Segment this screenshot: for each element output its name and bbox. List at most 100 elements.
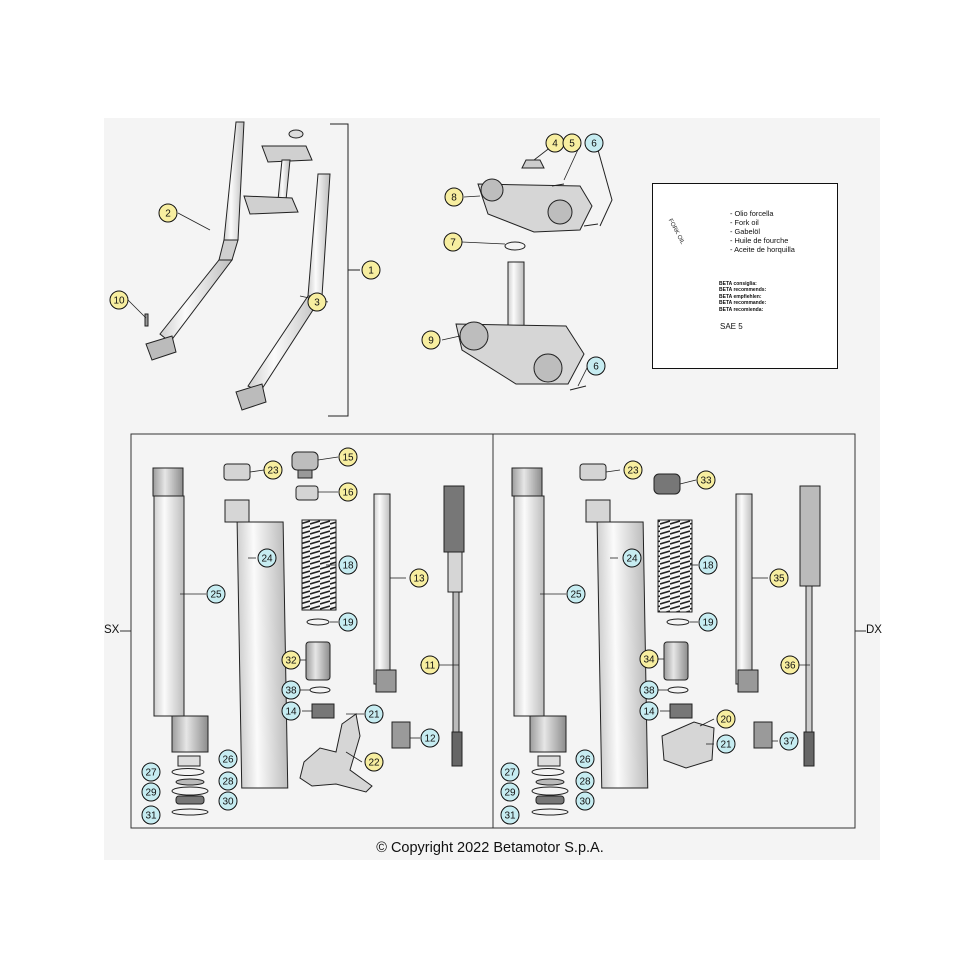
callout-9: 9 <box>421 330 441 350</box>
callout-circle <box>575 791 595 811</box>
callout-number: 37 <box>783 737 795 748</box>
callout-number: 27 <box>145 768 157 779</box>
callout-circle <box>206 584 226 604</box>
callout-number: 4 <box>552 139 558 150</box>
callout-11: 11 <box>420 655 440 675</box>
callout-number: 33 <box>700 476 712 487</box>
callout-24: 24 <box>622 548 642 568</box>
callout-circle <box>158 203 178 223</box>
callout-29: 29 <box>500 782 520 802</box>
callout-number: 20 <box>720 715 732 726</box>
callout-circle <box>218 749 238 769</box>
callout-circle <box>338 447 358 467</box>
callout-circle <box>443 232 463 252</box>
callout-circle <box>281 701 301 721</box>
callout-30: 30 <box>575 791 595 811</box>
callout-number: 12 <box>424 734 436 745</box>
callout-circle <box>698 612 718 632</box>
callout-number: 23 <box>627 466 639 477</box>
callout-28: 28 <box>575 771 595 791</box>
callout-circle <box>575 771 595 791</box>
callout-21: 21 <box>716 734 736 754</box>
callout-34: 34 <box>639 649 659 669</box>
callout-number: 19 <box>342 618 354 629</box>
callout-number: 5 <box>569 139 575 150</box>
callout-circle <box>257 548 277 568</box>
callout-6: 6 <box>586 356 606 376</box>
callout-3: 3 <box>307 292 327 312</box>
callout-31: 31 <box>500 805 520 825</box>
callout-number: 29 <box>504 788 516 799</box>
callout-number: 34 <box>643 655 655 666</box>
callout-circle <box>364 752 384 772</box>
recommend-fr: BETA recommande: <box>719 300 767 307</box>
callout-12: 12 <box>420 728 440 748</box>
callout-number: 38 <box>643 686 655 697</box>
callout-circle <box>141 782 161 802</box>
oil-name-it: - Olio forcella <box>730 209 774 218</box>
callout-circle <box>769 568 789 588</box>
callout-31: 31 <box>141 805 161 825</box>
callout-35: 35 <box>769 568 789 588</box>
callout-25: 25 <box>206 584 226 604</box>
oil-name-es: - Aceite de horquilla <box>730 245 795 254</box>
callout-circle <box>780 655 800 675</box>
callout-number: 21 <box>720 740 732 751</box>
callout-number: 25 <box>570 590 582 601</box>
callout-19: 19 <box>338 612 358 632</box>
oil-name-de: - Gabelöl <box>730 227 760 236</box>
callout-number: 10 <box>113 296 125 307</box>
oil-name-en: - Fork oil <box>730 218 759 227</box>
callout-circle <box>281 680 301 700</box>
callout-29: 29 <box>141 782 161 802</box>
callout-number: 9 <box>428 336 434 347</box>
callout-circle <box>622 548 642 568</box>
callout-circle <box>586 356 606 376</box>
oil-name-fr: - Huile de fourche <box>730 236 789 245</box>
callout-10: 10 <box>109 290 129 310</box>
copyright-notice: © Copyright 2022 Betamotor S.p.A. <box>376 840 604 856</box>
callout-number: 28 <box>222 777 234 788</box>
callout-circle <box>109 290 129 310</box>
callout-number: 36 <box>784 661 796 672</box>
callout-circle <box>566 584 586 604</box>
callout-number: 8 <box>451 193 457 204</box>
callout-number: 6 <box>593 362 599 373</box>
recommend-es: BETA recomienda: <box>719 306 764 313</box>
callout-circle <box>420 655 440 675</box>
callout-number: 30 <box>579 797 591 808</box>
complete-fork-assembly <box>144 121 360 417</box>
callout-number: 25 <box>210 590 222 601</box>
callout-21: 21 <box>364 704 384 724</box>
callout-number: 27 <box>504 768 516 779</box>
callout-number: 31 <box>504 811 516 822</box>
callout-circle <box>639 680 659 700</box>
callout-4: 4 <box>545 133 565 153</box>
callout-circle <box>500 782 520 802</box>
callout-14: 14 <box>281 701 301 721</box>
recommend-de: BETA empfiehlen: <box>719 293 762 300</box>
callout-1: 1 <box>361 260 381 280</box>
callout-number: 18 <box>702 561 714 572</box>
callout-circle <box>218 771 238 791</box>
callout-circle <box>141 805 161 825</box>
callout-number: 30 <box>222 797 234 808</box>
callout-circle <box>263 460 283 480</box>
callout-number: 35 <box>773 574 785 585</box>
callout-circle <box>698 555 718 575</box>
callout-circle <box>409 568 429 588</box>
callout-number: 19 <box>702 618 714 629</box>
callout-38: 38 <box>639 680 659 700</box>
callout-circle <box>779 731 799 751</box>
callout-26: 26 <box>218 749 238 769</box>
callout-7: 7 <box>443 232 463 252</box>
callout-circle <box>420 728 440 748</box>
callout-number: 24 <box>626 554 638 565</box>
callout-25: 25 <box>566 584 586 604</box>
callout-27: 27 <box>500 762 520 782</box>
callout-13: 13 <box>409 568 429 588</box>
callout-number: 16 <box>342 488 354 499</box>
callout-circle <box>716 734 736 754</box>
